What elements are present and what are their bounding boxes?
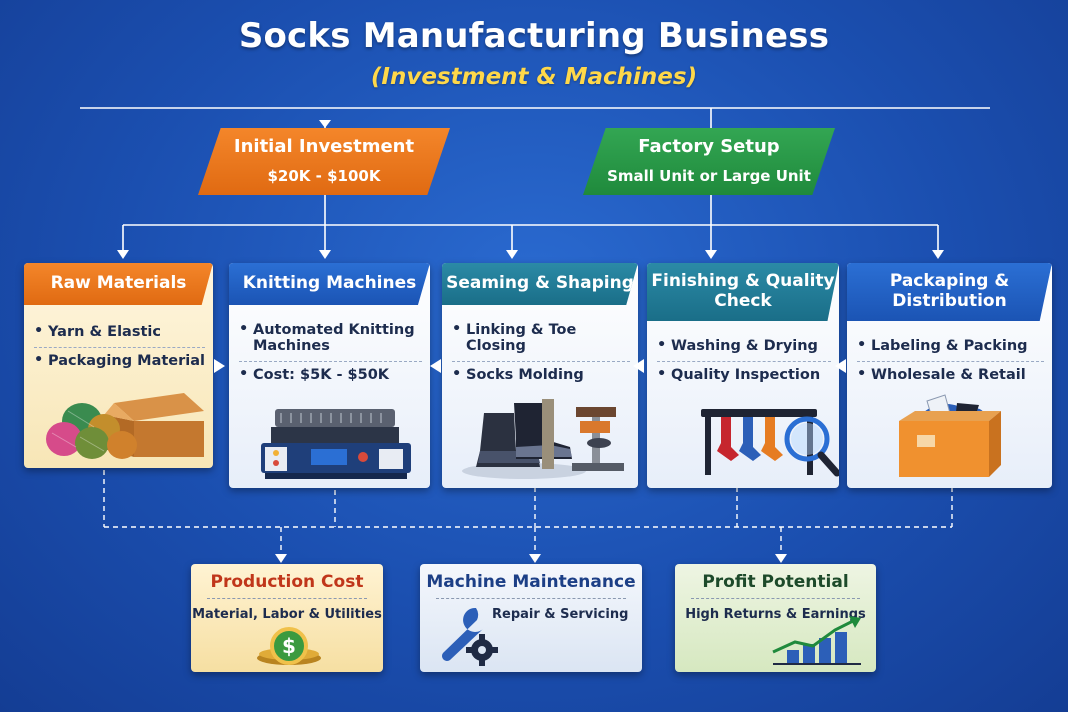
outcome-subtitle: High Returns & Earnings [685, 607, 866, 622]
initial-investment-banner: Initial Investment $20K - $100K [198, 128, 450, 195]
factory-value: Small Unit or Large Unit [607, 167, 811, 185]
outcome-card-machine-maintenance: Machine Maintenance Repair & Servicing [420, 564, 642, 672]
stage-item: Packaging Material [34, 348, 205, 376]
investment-label: Initial Investment [233, 136, 415, 157]
stage-item: Linking & Toe Closing [452, 317, 630, 362]
stage-title: Knitting Machines [229, 263, 430, 305]
flow-arrow-right [214, 359, 225, 373]
factory-label: Factory Setup [638, 136, 780, 157]
stage-card-seaming-shaping: Seaming & Shaping Linking & Toe Closing … [442, 263, 638, 488]
stage-card-knitting-machines: Knitting Machines Automated Knitting Mac… [229, 263, 430, 488]
stage-card-finishing-quality: Finishing & Quality Check Washing & Dryi… [647, 263, 839, 488]
stage-title: Packaping & Distribution [847, 263, 1052, 321]
stage-title: Seaming & Shaping [442, 263, 638, 305]
stage-item: Labeling & Packing [857, 333, 1044, 362]
outcome-card-profit-potential: Profit Potential High Returns & Earnings [675, 564, 876, 672]
divider [691, 598, 860, 599]
coin-dollar-icon: $ [257, 627, 321, 665]
outcome-title: Machine Maintenance [426, 572, 636, 592]
package-box-icon [899, 394, 1001, 477]
stage-item: Wholesale & Retail [857, 362, 1044, 390]
stage-item: Automated Knitting Machines [239, 317, 422, 362]
wrench-gear-icon [442, 607, 498, 666]
flow-arrow-left [633, 359, 644, 373]
knitting-machine-icon [261, 409, 411, 479]
stage-item: Washing & Drying [657, 333, 831, 362]
stage-item: Socks Molding [452, 362, 630, 390]
outcome-subtitle: Repair & Servicing [492, 607, 629, 622]
socks-magnifier-icon [701, 409, 839, 477]
yarn-box-icon [46, 393, 204, 459]
outcome-title: Production Cost [210, 572, 364, 592]
outcome-title: Profit Potential [702, 572, 849, 592]
flow-arrow-left [835, 359, 846, 373]
factory-setup-banner: Factory Setup Small Unit or Large Unit [583, 128, 835, 195]
stage-title: Raw Materials [24, 263, 213, 305]
stage-item: Quality Inspection [657, 362, 831, 390]
stage-item: Yarn & Elastic [34, 319, 205, 348]
svg-text:$: $ [282, 634, 296, 658]
stage-card-raw-materials: Raw Materials Yarn & Elastic Packaging M… [24, 263, 213, 468]
divider [436, 598, 626, 599]
page-subtitle: (Investment & Machines) [370, 64, 698, 90]
divider [207, 598, 367, 599]
flow-arrow-left [430, 359, 441, 373]
page-title: Socks Manufacturing Business [238, 16, 830, 56]
outcome-card-production-cost: Production Cost Material, Labor & Utilit… [191, 564, 383, 672]
seaming-machine-icon [462, 399, 624, 479]
stage-title: Finishing & Quality Check [647, 263, 839, 321]
stage-card-packaging-distribution: Packaping & Distribution Labeling & Pack… [847, 263, 1052, 488]
outcome-subtitle: Material, Labor & Utilities [192, 607, 382, 622]
investment-value: $20K - $100K [267, 167, 381, 185]
growth-chart-icon [772, 616, 861, 665]
stage-item: Cost: $5K - $50K [239, 362, 422, 390]
